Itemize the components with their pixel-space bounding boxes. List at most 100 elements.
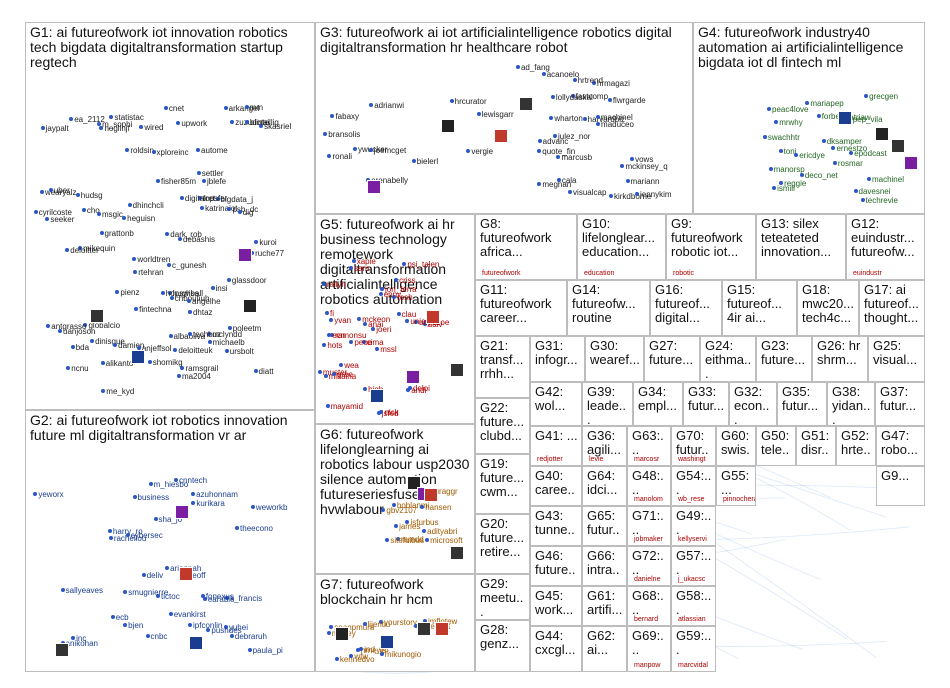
node-dot[interactable] xyxy=(123,590,127,594)
group-g7[interactable]: G7: futureofwork blockchain hr hcm hrnew… xyxy=(315,574,475,672)
group-g42[interactable]: G42: wol... xyxy=(530,382,582,426)
group-g45[interactable]: G45: work... xyxy=(530,586,582,626)
node-dot[interactable] xyxy=(133,270,137,274)
group-g15[interactable]: G15: futureof... 4ir ai... xyxy=(722,280,797,336)
group-g40[interactable]: G40: caree... xyxy=(530,466,582,506)
node-dot[interactable] xyxy=(137,346,141,350)
group-g30[interactable]: G30: wearef... xyxy=(585,336,644,382)
profile-avatar-icon[interactable] xyxy=(243,299,257,313)
node-dot[interactable] xyxy=(412,159,416,163)
node-dot[interactable] xyxy=(326,404,330,408)
node-dot[interactable] xyxy=(113,343,117,347)
group-g19[interactable]: G19: future... cwm... xyxy=(475,454,530,514)
profile-avatar-icon[interactable] xyxy=(424,488,438,502)
profile-avatar-icon[interactable] xyxy=(435,622,449,636)
node-dot[interactable] xyxy=(774,120,778,124)
group-g18[interactable]: G18: mwc20... tech4c... xyxy=(797,280,859,336)
group-g63[interactable]: G63:...marcosr xyxy=(627,426,671,466)
profile-avatar-icon[interactable] xyxy=(380,635,394,649)
node-dot[interactable] xyxy=(609,194,613,198)
group-g55[interactable]: G55:...pinnochera xyxy=(716,466,756,506)
node-dot[interactable] xyxy=(779,149,783,153)
node-dot[interactable] xyxy=(339,363,343,367)
node-dot[interactable] xyxy=(238,210,242,214)
group-g31[interactable]: G31: infogr... xyxy=(530,336,585,382)
profile-avatar-icon[interactable] xyxy=(838,111,852,125)
node-dot[interactable] xyxy=(335,657,339,661)
node-dot[interactable] xyxy=(82,208,86,212)
node-dot[interactable] xyxy=(849,151,853,155)
node-dot[interactable] xyxy=(111,615,115,619)
node-dot[interactable] xyxy=(176,121,180,125)
node-dot[interactable] xyxy=(864,94,868,98)
node-dot[interactable] xyxy=(109,115,113,119)
group-g36[interactable]: G36: agili...levie xyxy=(582,426,627,466)
group-g17[interactable]: G17: ai futureof... thought... xyxy=(859,280,925,336)
group-g21[interactable]: G21: transf... rrhh... xyxy=(475,336,530,398)
node-dot[interactable] xyxy=(405,319,409,323)
node-dot[interactable] xyxy=(115,290,119,294)
node-dot[interactable] xyxy=(224,106,228,110)
node-dot[interactable] xyxy=(235,526,239,530)
node-dot[interactable] xyxy=(33,492,37,496)
node-dot[interactable] xyxy=(208,340,212,344)
node-dot[interactable] xyxy=(188,310,192,314)
node-dot[interactable] xyxy=(596,115,600,119)
group-g72[interactable]: G72:...danielne xyxy=(627,546,671,586)
node-dot[interactable] xyxy=(134,307,138,311)
node-dot[interactable] xyxy=(248,648,252,652)
profile-avatar-icon[interactable] xyxy=(370,389,384,403)
node-dot[interactable] xyxy=(394,278,398,282)
node-dot[interactable] xyxy=(66,366,70,370)
profile-avatar-icon[interactable] xyxy=(441,119,455,133)
node-dot[interactable] xyxy=(49,188,53,192)
group-g68[interactable]: G68:...bernard xyxy=(627,586,671,626)
group-g34[interactable]: G34: empl... xyxy=(633,382,683,426)
node-dot[interactable] xyxy=(97,212,101,216)
node-dot[interactable] xyxy=(254,240,258,244)
node-dot[interactable] xyxy=(352,259,356,263)
group-g70[interactable]: G70: futur...washingt xyxy=(671,426,716,466)
node-dot[interactable] xyxy=(228,326,232,330)
node-dot[interactable] xyxy=(164,106,168,110)
group-g23[interactable]: G23: future... xyxy=(756,336,812,382)
node-dot[interactable] xyxy=(169,612,173,616)
node-dot[interactable] xyxy=(466,149,470,153)
node-dot[interactable] xyxy=(556,155,560,159)
node-dot[interactable] xyxy=(363,387,367,391)
group-g57[interactable]: G57:...j_ukacsc xyxy=(671,546,716,586)
node-dot[interactable] xyxy=(142,573,146,577)
profile-avatar-icon[interactable] xyxy=(367,180,381,194)
node-dot[interactable] xyxy=(379,292,383,296)
node-dot[interactable] xyxy=(330,114,334,118)
node-dot[interactable] xyxy=(34,210,38,214)
node-dot[interactable] xyxy=(202,179,206,183)
node-dot[interactable] xyxy=(177,374,181,378)
group-g60[interactable]: G60: swis... xyxy=(716,426,756,466)
group-g64[interactable]: G64: idci... xyxy=(582,466,627,506)
node-dot[interactable] xyxy=(406,388,410,392)
node-dot[interactable] xyxy=(180,196,184,200)
group-g4[interactable]: G4: futureofwork industry40 automation a… xyxy=(693,22,925,214)
node-dot[interactable] xyxy=(230,120,234,124)
group-g2[interactable]: G2: ai futureofwork iot robotics innovat… xyxy=(25,410,315,672)
node-dot[interactable] xyxy=(626,179,630,183)
node-dot[interactable] xyxy=(152,150,156,154)
group-g20[interactable]: G20: future... retire... xyxy=(475,514,530,574)
node-dot[interactable] xyxy=(101,389,105,393)
profile-avatar-icon[interactable] xyxy=(494,129,508,143)
group-g61[interactable]: G61: artifi... xyxy=(582,586,627,626)
node-dot[interactable] xyxy=(763,135,767,139)
group-g39[interactable]: G39: leade... xyxy=(582,382,633,426)
node-dot[interactable] xyxy=(203,597,207,601)
group-g16[interactable]: G16: futureof... digital... xyxy=(650,280,722,336)
group-g65[interactable]: G65: futur... xyxy=(582,506,627,546)
group-g69[interactable]: G69:...manpow xyxy=(627,626,671,672)
node-dot[interactable] xyxy=(128,203,132,207)
node-dot[interactable] xyxy=(167,263,171,267)
node-dot[interactable] xyxy=(173,348,177,352)
node-dot[interactable] xyxy=(200,206,204,210)
group-g44[interactable]: G44: cxcgl... xyxy=(530,626,582,672)
group-g35[interactable]: G35: futur... xyxy=(777,382,827,426)
node-dot[interactable] xyxy=(123,623,127,627)
